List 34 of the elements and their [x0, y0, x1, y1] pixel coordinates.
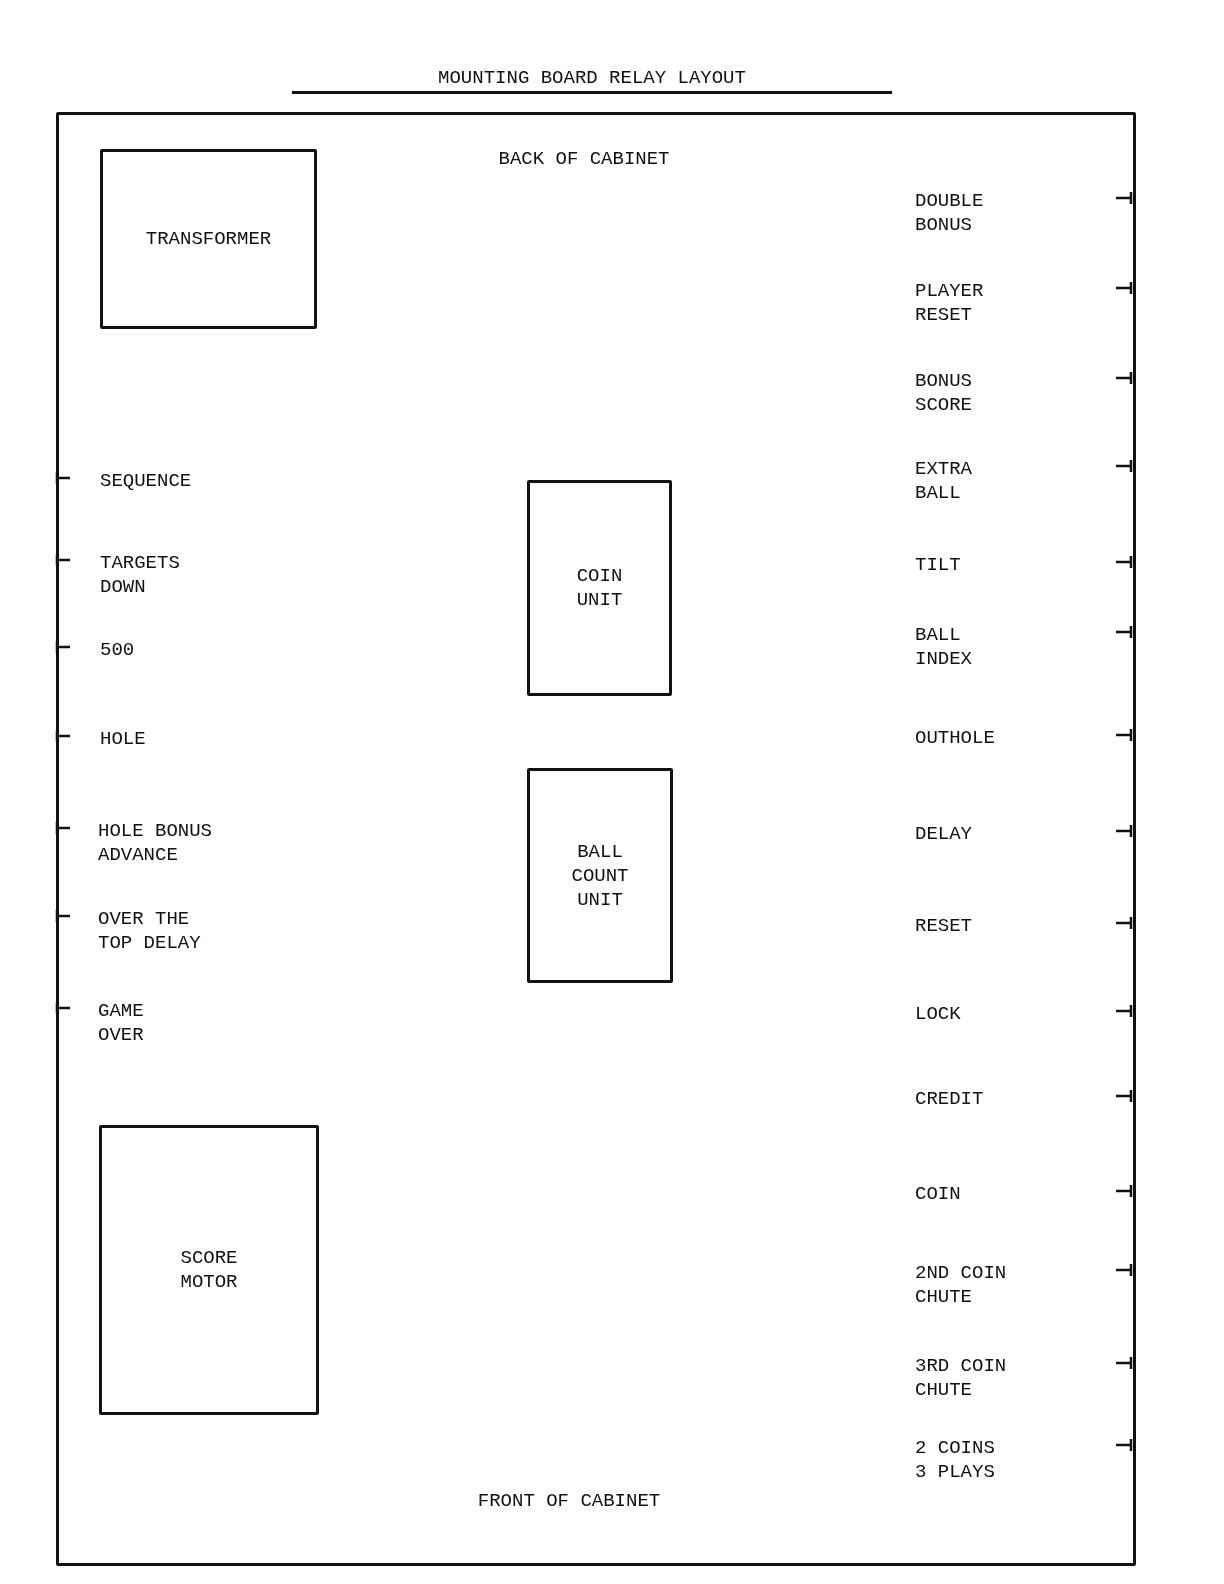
relay-label: HOLE BONUS ADVANCE	[98, 819, 214, 867]
unit-label: BALL COUNT UNIT	[570, 839, 630, 912]
relay-label: 2 COINS 3 PLAYS	[915, 1436, 996, 1484]
relay-label: GAME OVER	[98, 999, 145, 1047]
relay-label: DOUBLE BONUS	[915, 189, 985, 237]
relay-label: RESET	[915, 914, 973, 938]
relay-label: CREDIT	[915, 1087, 985, 1111]
relay-label: BONUS SCORE	[915, 369, 973, 417]
coin-unit-box	[527, 480, 672, 696]
relay-label: DELAY	[915, 822, 973, 846]
unit-label: SCORE MOTOR	[179, 1246, 239, 1294]
relay-label: HOLE	[100, 727, 147, 751]
title: MOUNTING BOARD RELAY LAYOUT	[292, 66, 892, 94]
score-motor-box	[99, 1125, 319, 1415]
cabinet-side-label: FRONT OF CABINET	[476, 1489, 662, 1513]
unit-label: TRANSFORMER	[145, 227, 272, 251]
relay-label: OVER THE TOP DELAY	[98, 907, 202, 955]
relay-label: LOCK	[915, 1002, 962, 1026]
relay-label: 3RD COIN CHUTE	[915, 1354, 1008, 1402]
cabinet-side-label: BACK OF CABINET	[497, 147, 671, 171]
relay-label: BALL INDEX	[915, 623, 973, 671]
relay-label: PLAYER RESET	[915, 279, 985, 327]
relay-label: COIN	[915, 1182, 962, 1206]
relay-label: EXTRA BALL	[915, 457, 973, 505]
relay-label: OUTHOLE	[915, 726, 996, 750]
relay-label: SEQUENCE	[100, 469, 193, 493]
unit-label: COIN UNIT	[575, 564, 624, 612]
ball-count-unit-box	[527, 768, 673, 983]
relay-label: 500	[100, 638, 136, 662]
relay-label: 2ND COIN CHUTE	[915, 1261, 1008, 1309]
relay-label: TARGETS DOWN	[100, 551, 181, 599]
transformer-box	[100, 149, 317, 329]
mounting-board	[56, 112, 1136, 1566]
relay-label: TILT	[915, 553, 962, 577]
